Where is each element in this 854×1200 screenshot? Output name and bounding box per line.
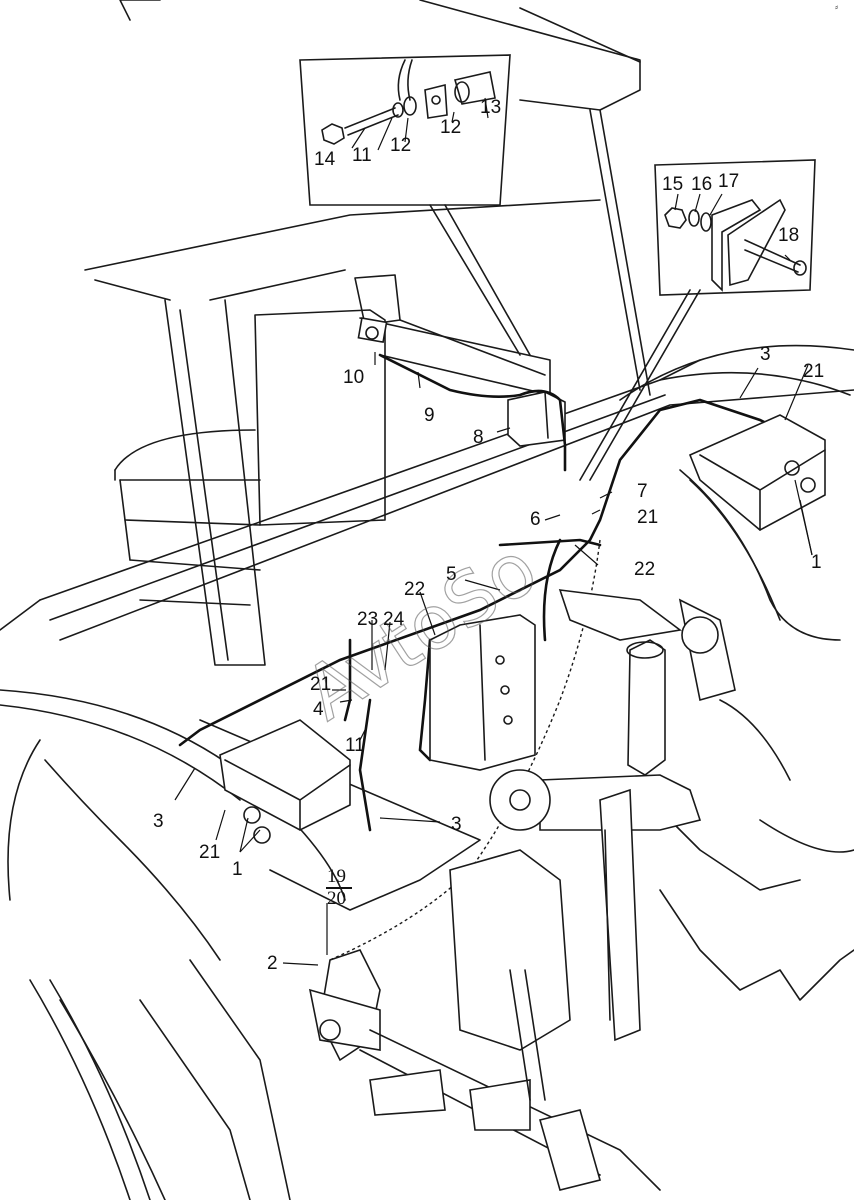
callout-22-left: 22 xyxy=(404,579,426,600)
left-battery xyxy=(219,719,351,844)
inset-right-box xyxy=(579,159,816,481)
callout-18: 18 xyxy=(778,225,800,246)
callout-6: 6 xyxy=(530,509,541,530)
callout-24: 24 xyxy=(383,609,405,630)
callout-21-right: 21 xyxy=(803,361,825,382)
callout-22-right: 22 xyxy=(634,559,656,580)
callout-9: 9 xyxy=(424,405,435,426)
callout-21-mid: 21 xyxy=(637,507,659,528)
callout-15: 15 xyxy=(662,174,684,195)
callout-16: 16 xyxy=(691,174,713,195)
callout-13: 13 xyxy=(480,97,502,118)
callout-11-harness: 11 xyxy=(345,735,365,756)
callout-14: 14 xyxy=(314,149,336,170)
cab-frame xyxy=(0,109,854,666)
callout-8: 8 xyxy=(473,427,484,448)
callout-2: 2 xyxy=(267,953,278,974)
inset-top-box xyxy=(299,54,531,356)
callout-1-right: 1 xyxy=(811,552,822,573)
callout-3-right: 3 xyxy=(760,344,771,365)
lower-links xyxy=(308,949,661,1191)
wiring-harness xyxy=(178,353,802,961)
seat xyxy=(114,309,386,606)
callout-5: 5 xyxy=(446,564,457,585)
callout-20: 20 xyxy=(327,888,346,909)
control-panel xyxy=(354,274,551,396)
callout-7: 7 xyxy=(637,481,648,502)
callout-1-left: 1 xyxy=(232,859,243,880)
callout-21-bottom: 21 xyxy=(199,842,221,863)
callout-12-washer: 12 xyxy=(390,135,412,156)
left-rear-tire xyxy=(7,739,291,1200)
callout-3-center: 3 xyxy=(451,814,462,835)
callout-4: 4 xyxy=(313,699,324,720)
callout-3-left: 3 xyxy=(153,811,164,832)
callout-12-clamp: 12 xyxy=(440,117,462,138)
callout-23: 23 xyxy=(357,609,379,630)
callout-17: 17 xyxy=(718,171,740,192)
callout-11-inset: 11 xyxy=(352,145,372,166)
corner-mark: ⸗ xyxy=(835,2,839,13)
fraction-line xyxy=(326,887,352,889)
callout-21-left: 21 xyxy=(310,674,332,695)
leader-lines xyxy=(174,97,813,966)
right-rear-tire xyxy=(649,799,854,1001)
rear-hitch xyxy=(429,589,791,1051)
callout-10: 10 xyxy=(343,367,365,388)
cab-roof xyxy=(119,0,641,111)
relay-box xyxy=(507,391,566,447)
right-battery xyxy=(688,414,826,531)
callout-19: 19 xyxy=(327,866,346,887)
